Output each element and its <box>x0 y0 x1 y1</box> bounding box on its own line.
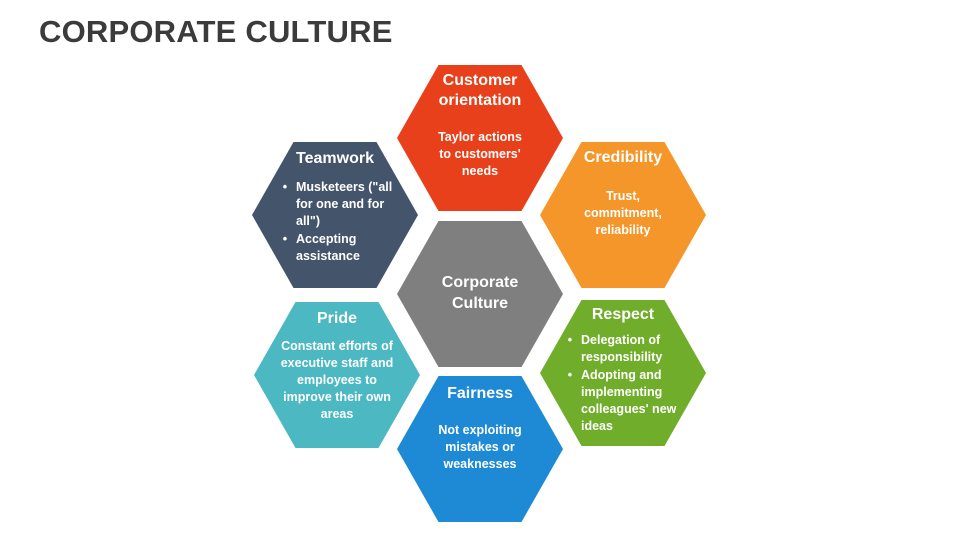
pride-hexagon: Pride Constant efforts of executive staf… <box>254 302 420 448</box>
teamwork-item-line: for one and for <box>296 197 385 211</box>
respect-item-line: ideas <box>581 419 613 433</box>
customer-orientation-title: Customer orientation <box>397 71 563 111</box>
customer-orientation-body-line: Taylor actions <box>438 130 522 144</box>
pride-body-line: improve their own <box>283 390 391 404</box>
bullet-icon: • <box>282 232 288 246</box>
teamwork-item-line: Accepting <box>296 232 357 246</box>
customer-orientation-body-line: to customers' <box>439 147 521 161</box>
respect-list-item: • Adopting and implementing colleagues' … <box>559 367 699 435</box>
bullet-icon: • <box>282 180 288 194</box>
respect-item-line: implementing <box>581 385 663 399</box>
respect-item-line: colleagues' new <box>581 402 677 416</box>
credibility-body-line: reliability <box>595 223 651 237</box>
center-label-line2: Culture <box>452 295 508 312</box>
teamwork-item-line: Musketeers ("all <box>296 180 393 194</box>
fairness-body: Not exploiting mistakes or weaknesses <box>397 422 563 473</box>
customer-orientation-body-line: needs <box>461 164 499 178</box>
teamwork-list: • Musketeers ("all for one and for all")… <box>274 179 404 266</box>
center-hexagon: Corporate Culture <box>397 221 563 367</box>
respect-title: Respect <box>591 306 655 323</box>
teamwork-item-line: all") <box>296 214 320 228</box>
fairness-hexagon: Fairness Not exploiting mistakes or weak… <box>397 376 563 522</box>
bullet-icon: • <box>567 368 573 382</box>
center-label-line1: Corporate <box>441 274 519 291</box>
pride-body-line: Constant efforts of <box>281 339 393 353</box>
teamwork-list-item: • Musketeers ("all for one and for all") <box>274 179 404 230</box>
pride-body-line: areas <box>320 407 354 421</box>
fairness-body-line: Not exploiting <box>438 423 522 437</box>
bullet-icon: • <box>567 333 573 347</box>
center-label: Corporate Culture <box>397 272 563 314</box>
credibility-body-line: commitment, <box>584 206 662 220</box>
respect-item-line: Delegation of <box>581 333 661 347</box>
customer-orientation-body: Taylor actions to customers' needs <box>397 129 563 180</box>
credibility-body: Trust, commitment, reliability <box>540 188 706 239</box>
respect-hexagon: Respect • Delegation of responsibility •… <box>540 300 706 446</box>
teamwork-hexagon: Teamwork • Musketeers ("all for one and … <box>252 142 418 288</box>
respect-item-line: responsibility <box>581 350 663 364</box>
teamwork-item-line: assistance <box>296 249 360 263</box>
pride-body: Constant efforts of executive staff and … <box>254 338 420 423</box>
fairness-title: Fairness <box>447 385 513 402</box>
teamwork-title: Teamwork <box>296 150 374 167</box>
customer-orientation-hexagon: Customer orientation Taylor actions to c… <box>397 65 563 211</box>
fairness-body-line: mistakes or <box>445 440 515 454</box>
page-title: CORPORATE CULTURE <box>39 14 393 49</box>
respect-list-item: • Delegation of responsibility <box>559 332 699 366</box>
customer-orientation-title-line1: Customer <box>442 72 518 89</box>
credibility-title: Credibility <box>583 149 663 166</box>
respect-list: • Delegation of responsibility • Adoptin… <box>559 332 699 436</box>
teamwork-list-item: • Accepting assistance <box>274 231 404 265</box>
pride-body-line: employees to <box>297 373 377 387</box>
fairness-body-line: weaknesses <box>443 457 517 471</box>
pride-title: Pride <box>316 310 357 327</box>
respect-item-line: Adopting and <box>581 368 662 382</box>
credibility-body-line: Trust, <box>605 189 641 203</box>
customer-orientation-title-line2: orientation <box>438 92 522 109</box>
pride-body-line: executive staff and <box>280 356 394 370</box>
credibility-hexagon: Credibility Trust, commitment, reliabili… <box>540 142 706 288</box>
